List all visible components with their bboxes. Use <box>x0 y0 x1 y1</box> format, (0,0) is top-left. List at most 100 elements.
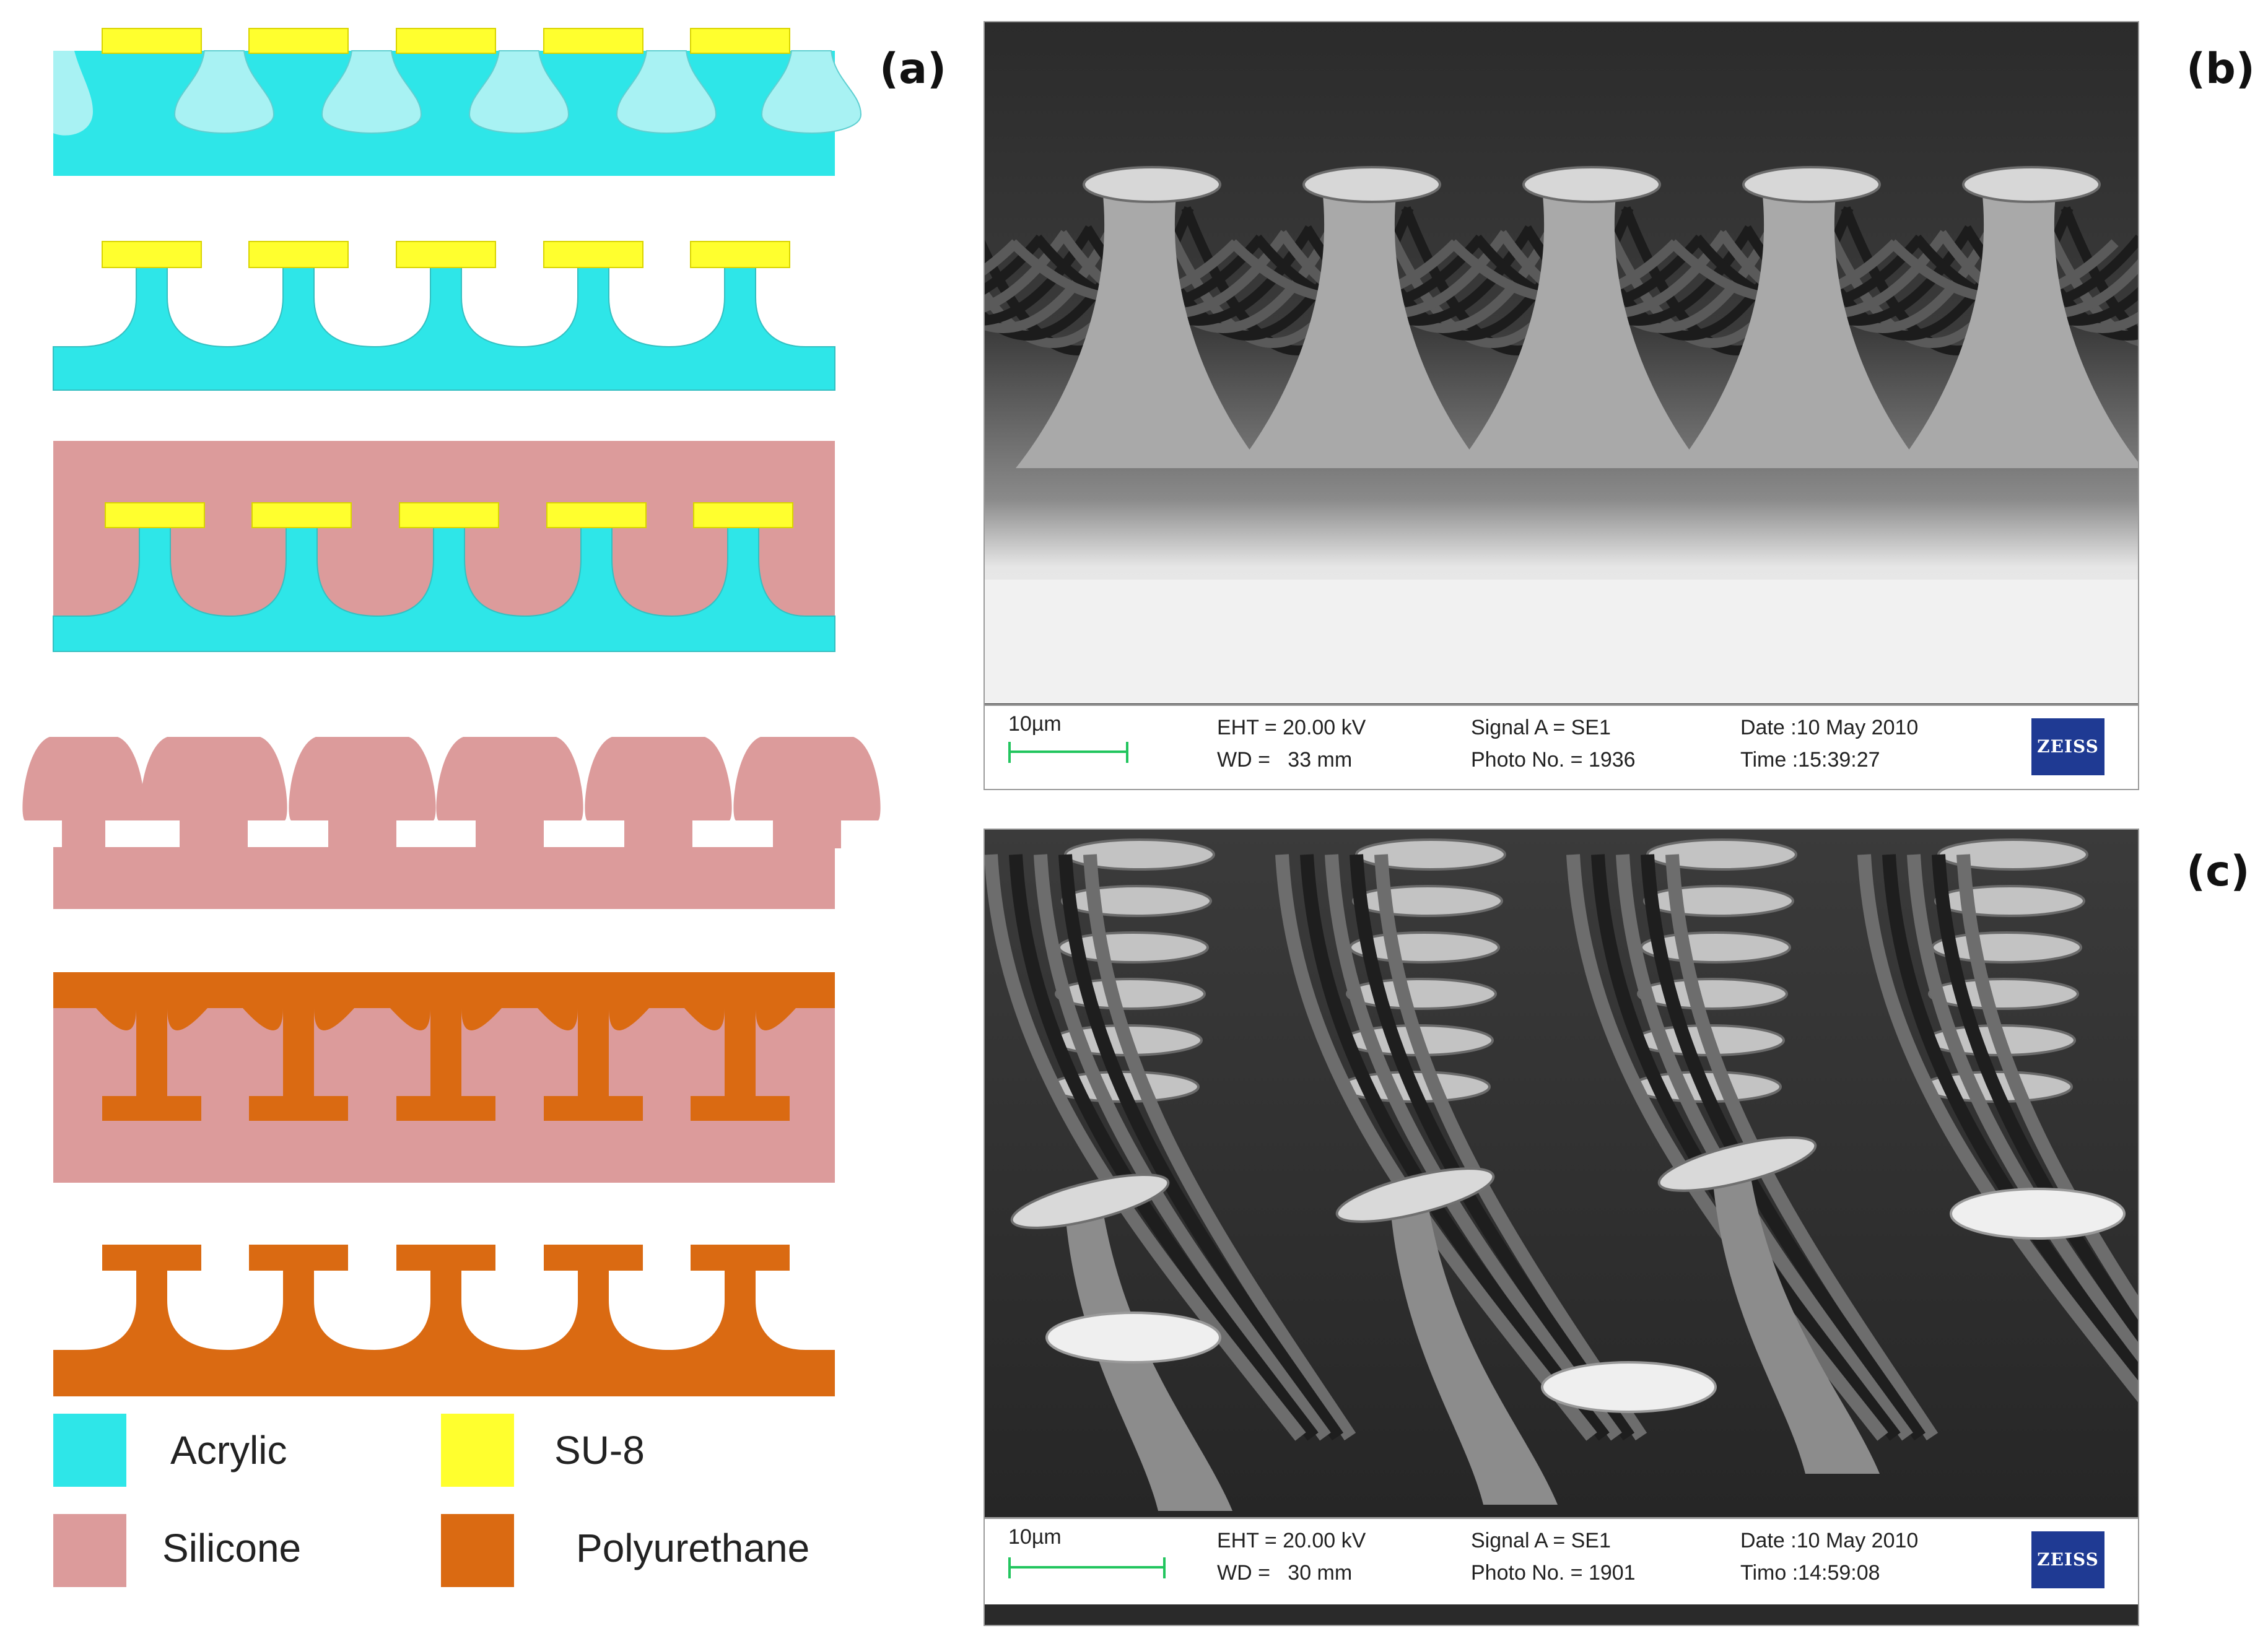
sem-b-cap <box>1522 166 1661 203</box>
su8-cap <box>102 241 202 268</box>
sem-c-ridge <box>1907 854 2138 1365</box>
legend-swatches <box>53 1414 514 1587</box>
silicone-mold-cap <box>733 737 881 848</box>
sem-b-stem <box>1455 189 1703 468</box>
sem-c-ridge <box>1932 854 2138 1344</box>
silicone-mold-base <box>53 847 835 909</box>
sem-c-ridge <box>1882 854 2138 1385</box>
polyurethane-fillet <box>684 1008 725 1030</box>
polyurethane-replica-body <box>53 1269 835 1396</box>
sem-image-c: 10µm EHT = 20.00 kV WD = 30 mm Signal A … <box>984 829 2139 1626</box>
sem-c-ridge <box>1083 854 1356 1441</box>
sem-c-scale-bar <box>1008 1557 1166 1578</box>
fabrication-schematic <box>22 28 881 1587</box>
sem-c-ridge <box>1956 854 2138 1321</box>
polyurethane-stem <box>283 1008 314 1096</box>
polyurethane-top-layer <box>53 972 835 1008</box>
polyurethane-stem <box>430 1008 461 1096</box>
sem-c-ridge <box>1857 854 2138 1403</box>
sem-c-ridge <box>1350 854 1635 1441</box>
sem-b-ridge <box>985 230 1070 313</box>
sem-c-collapsed-cap <box>1541 1361 1717 1413</box>
droplet-cavity <box>761 50 862 134</box>
polyurethane-fillet <box>314 1008 354 1030</box>
legend-label-silicone: Silicone <box>162 1526 302 1570</box>
acrylic-slab <box>53 51 835 176</box>
polyurethane-fillet <box>756 1008 796 1030</box>
su8-cap <box>546 502 647 528</box>
sem-c-info-bar: 10µm EHT = 20.00 kV WD = 30 mm Signal A … <box>985 1517 2138 1604</box>
step4-silicone-mold <box>22 737 881 909</box>
polyurethane-cap <box>249 1245 348 1271</box>
droplet-cavity <box>616 50 717 134</box>
sem-b-time: Time :15:39:27 <box>1740 748 1880 772</box>
zeiss-logo-c: ZEISS <box>2031 1531 2104 1588</box>
sem-c-ridge <box>1275 854 1597 1441</box>
su8-cap <box>251 502 352 528</box>
step2-acrylic-mushroom <box>53 241 835 391</box>
su8-cap <box>399 502 499 528</box>
droplet-cavity-edge <box>53 51 93 136</box>
polyurethane-fillet <box>390 1008 430 1030</box>
silicone-mold-cap <box>289 737 436 848</box>
droplet-cavity <box>321 50 422 134</box>
sem-c-disc-stack <box>1055 978 1206 1010</box>
sem-b-micrograph <box>985 22 2138 703</box>
polyurethane-cap <box>544 1096 643 1121</box>
polyurethane-cap <box>396 1245 495 1271</box>
su8-cap <box>396 241 496 268</box>
silicone-mold-cap <box>436 737 583 848</box>
polyurethane-cap <box>102 1245 201 1271</box>
sem-b-cap <box>1083 166 1221 203</box>
sem-b-date: Date :10 May 2010 <box>1740 716 1919 739</box>
legend-swatch-acrylic <box>53 1414 126 1487</box>
sem-b-scale-bar <box>1008 742 1128 763</box>
su8-cap <box>248 241 349 268</box>
sem-b-wd: WD = 33 mm <box>1217 748 1353 772</box>
panel-label-b: (b) <box>2186 45 2255 94</box>
legend-label-su8: SU-8 <box>554 1428 645 1473</box>
sem-c-disc-stack <box>1061 885 1212 917</box>
legend-swatch-silicone <box>53 1514 126 1587</box>
polyurethane-fillet <box>243 1008 283 1030</box>
polyurethane-cap <box>396 1096 495 1121</box>
polyurethane-cap <box>249 1096 348 1121</box>
sem-c-collapsed-cap <box>1950 1188 2126 1240</box>
sem-b-signal: Signal A = SE1 <box>1471 716 1611 739</box>
su8-cap <box>690 28 790 54</box>
droplet-cavity <box>173 50 275 134</box>
silicone-mold-cap <box>22 737 145 848</box>
sem-c-wd: WD = 30 mm <box>1217 1561 1353 1585</box>
polyurethane-stem <box>725 1008 756 1096</box>
su8-cap <box>693 502 793 528</box>
sem-b-stem <box>1236 189 1483 468</box>
sem-b-stem <box>1016 189 1263 468</box>
sem-b-eht: EHT = 20.00 kV <box>1217 716 1366 739</box>
su8-cap <box>248 28 349 54</box>
silicone-mold-cap <box>140 737 287 848</box>
su8-cap <box>105 502 205 528</box>
sem-c-ridge <box>1009 854 1319 1441</box>
sem-b-ridge <box>985 234 1045 295</box>
sem-c-ridge <box>1374 854 1647 1441</box>
legend-label-acrylic: Acrylic <box>170 1428 287 1473</box>
acrylic-mushroom-body <box>53 266 835 391</box>
sem-c-ridge <box>1566 854 1888 1441</box>
sem-c-disc-stack <box>1637 978 1788 1010</box>
polyurethane-fillet <box>538 1008 578 1030</box>
silicone-mold-cap <box>585 737 732 848</box>
panel-label-a: (a) <box>879 45 947 94</box>
sem-b-ridge <box>985 239 1019 276</box>
sem-c-ridge <box>1034 854 1331 1441</box>
sem-c-micrograph <box>985 830 2138 1517</box>
sem-c-collapsed-cap <box>1045 1312 1221 1364</box>
su8-cap <box>396 28 496 54</box>
sem-c-bent-stem <box>1712 1170 1880 1474</box>
sem-c-ridge <box>1300 854 1610 1441</box>
sem-b-cap <box>1302 166 1441 203</box>
zeiss-logo-b: ZEISS <box>2031 718 2104 775</box>
sem-c-disc-stack <box>1352 885 1503 917</box>
sem-b-ridge <box>985 225 1094 326</box>
polyurethane-fillet <box>609 1008 649 1030</box>
sem-c-disc-stack <box>1934 885 2085 917</box>
